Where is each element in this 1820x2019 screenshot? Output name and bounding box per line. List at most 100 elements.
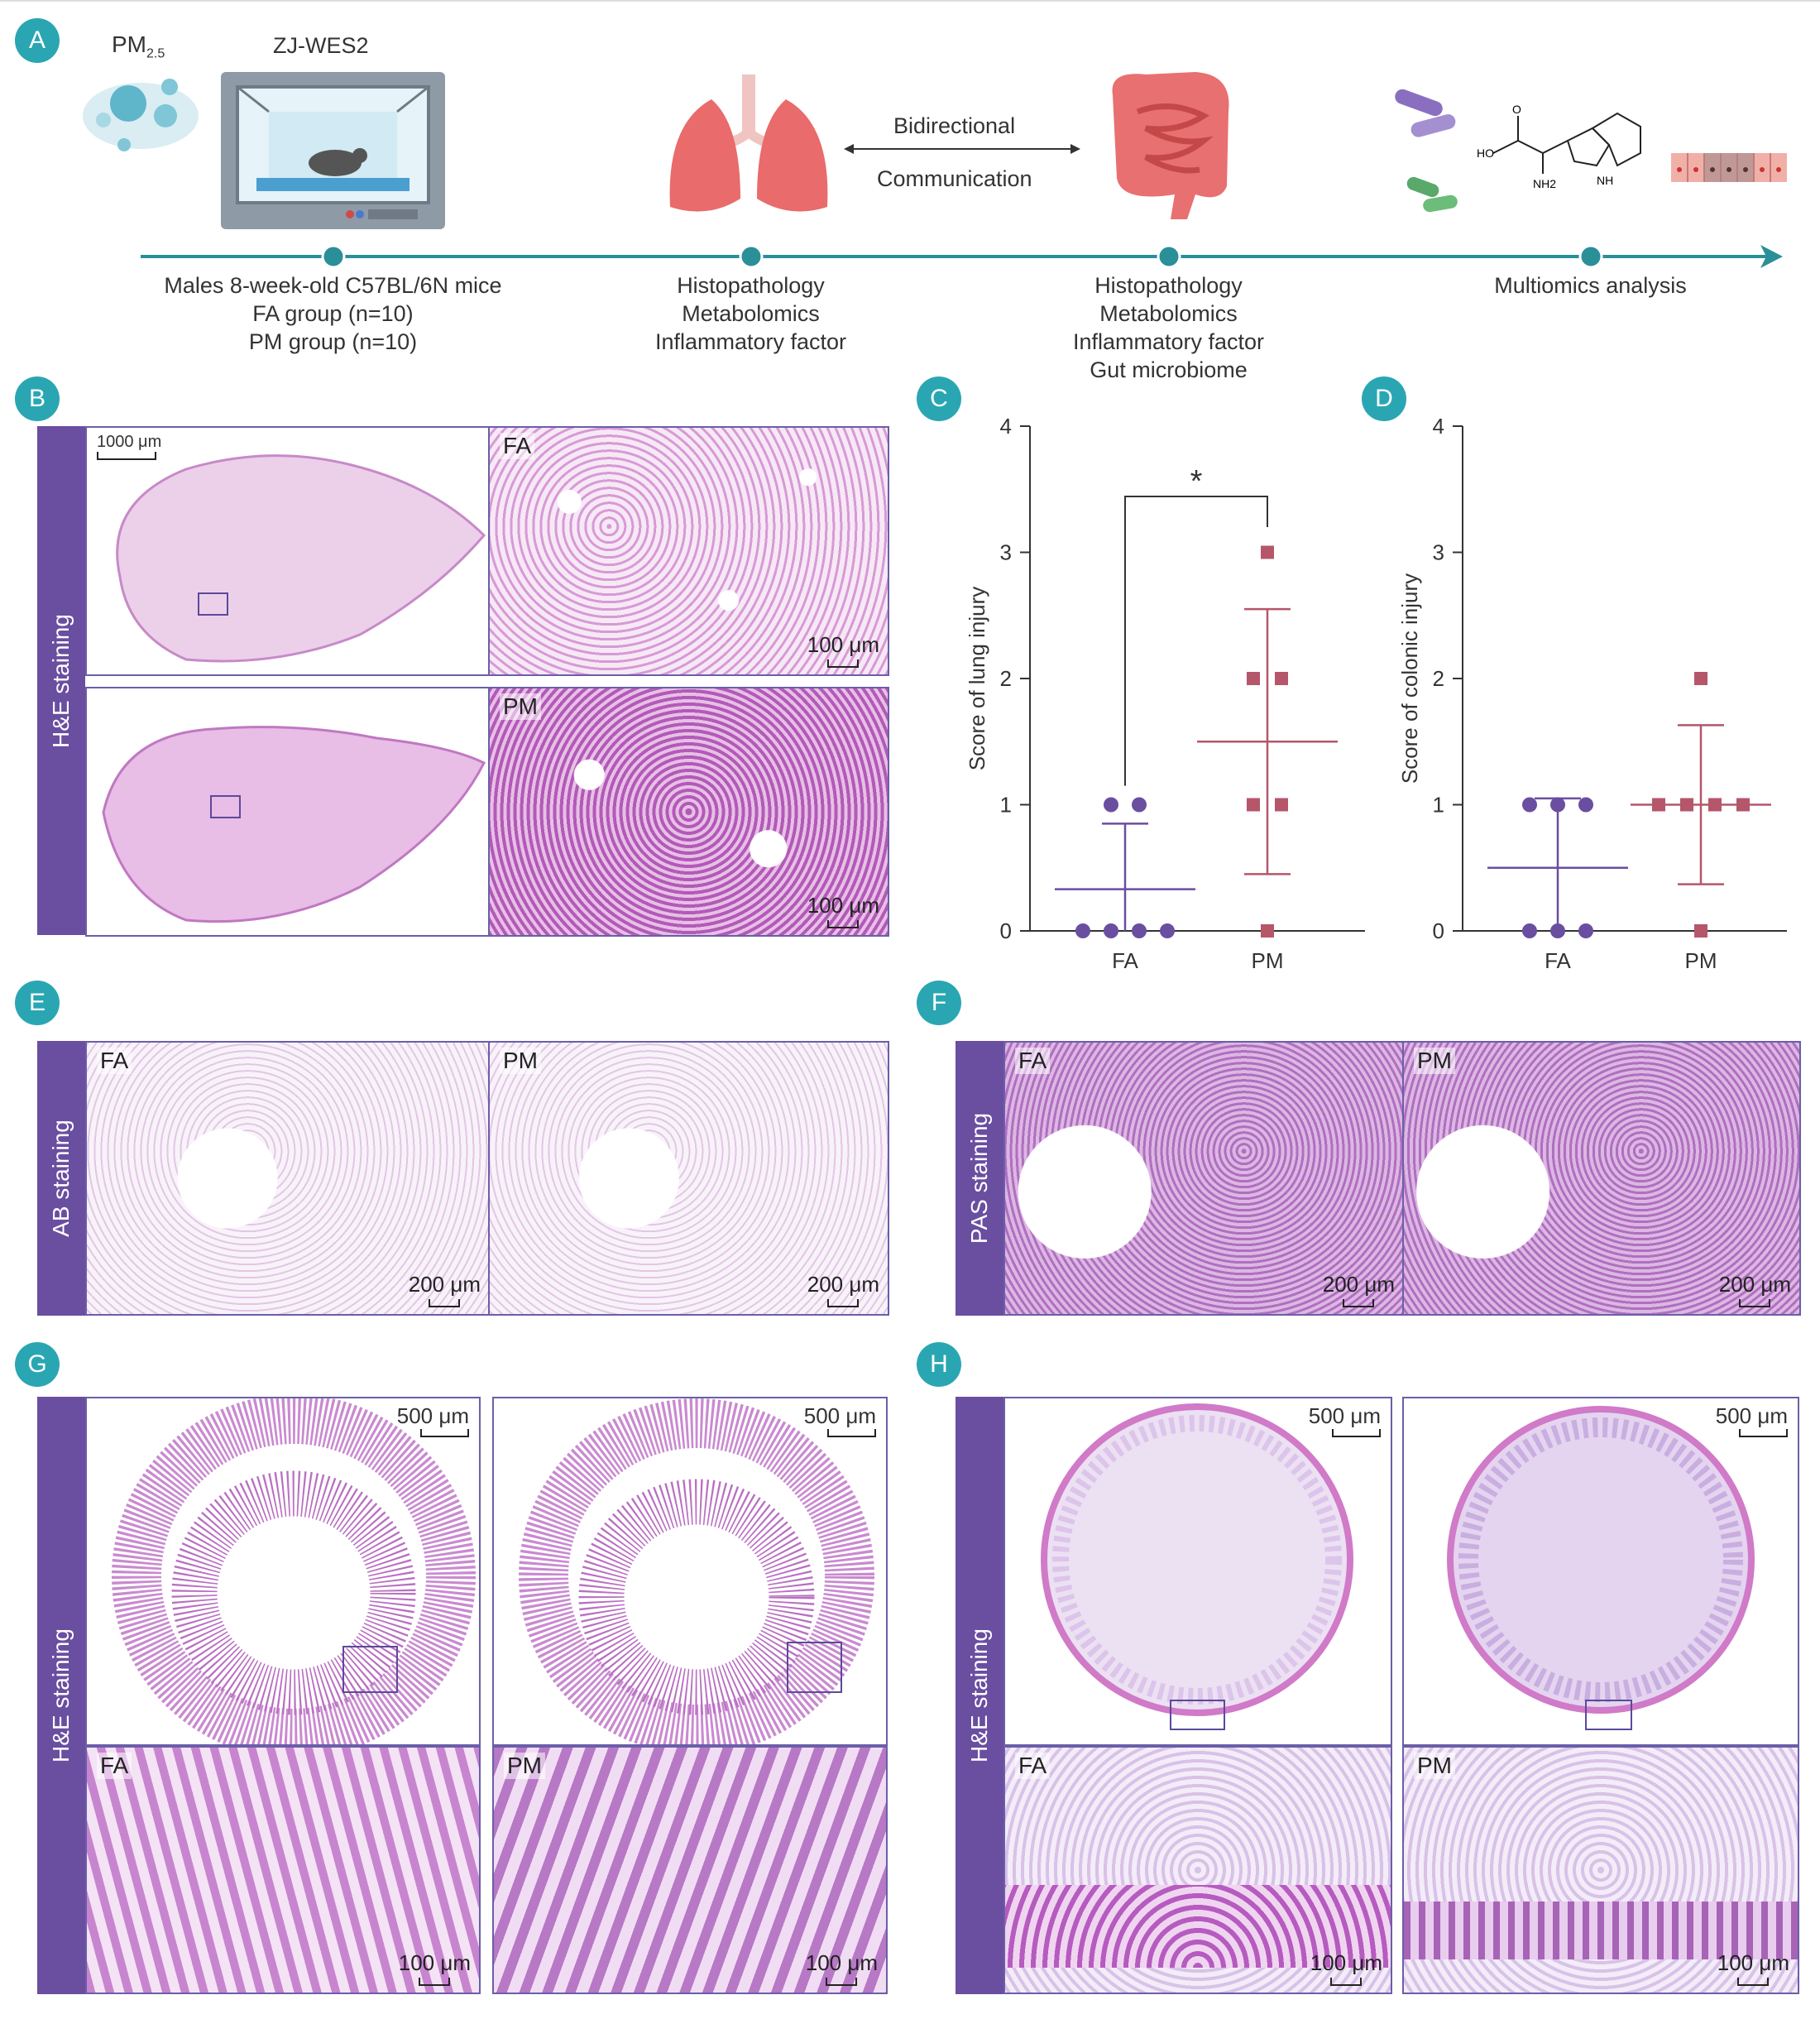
label-pm: PM: [504, 1753, 545, 1779]
y-tick-label: 0: [1000, 918, 1012, 943]
colon-section-shape: [1041, 1403, 1353, 1730]
colon-crypts: [1005, 1885, 1391, 1968]
b-fa-whole-lung: 1000 μm: [85, 426, 491, 676]
label-fa: FA: [1015, 1048, 1051, 1074]
y-tick-label: 3: [1433, 540, 1444, 565]
label-pm: PM: [1414, 1753, 1455, 1779]
significance-star: *: [1190, 464, 1203, 499]
y-tick-label: 2: [1000, 666, 1012, 691]
data-point: [1736, 798, 1750, 812]
panel-label-d: D: [1362, 376, 1406, 421]
g-fa-zoom: FA 100 μm: [85, 1746, 481, 1994]
label-pm: PM: [1414, 1048, 1455, 1074]
h-pm-zoom: PM 100 μm: [1402, 1746, 1799, 1994]
y-tick-label: 2: [1433, 666, 1444, 691]
scale-bar-1000: 1000 μm: [97, 433, 161, 460]
x-tick-label: PM: [1685, 948, 1717, 973]
data-point: [1104, 797, 1118, 813]
exposure-chamber-icon: [221, 72, 445, 229]
scale-bar-500: 500 μm: [1716, 1403, 1788, 1437]
scale-bar-200: 200 μm: [1719, 1272, 1791, 1307]
y-tick-label: 4: [1433, 414, 1444, 439]
h-fa-zoom: FA 100 μm: [1003, 1746, 1392, 1994]
scale-bar-100: 100 μm: [807, 893, 879, 928]
data-point: [1708, 798, 1722, 812]
data-point: [1522, 797, 1537, 813]
data-point: [1652, 798, 1665, 812]
data-point: [1578, 797, 1593, 813]
data-point: [1694, 924, 1707, 938]
data-point: [1132, 797, 1147, 813]
scale-bar-200: 200 μm: [409, 1272, 481, 1307]
e-pm-micrograph: PM 200 μm: [488, 1041, 889, 1316]
h-fa-whole: 500 μm: [1003, 1397, 1392, 1746]
data-point: [1550, 923, 1565, 938]
panel-label-e: E: [15, 981, 60, 1025]
data-point: [1550, 797, 1565, 813]
panel-label-a: A: [15, 18, 60, 63]
x-tick-label: FA: [1545, 948, 1571, 973]
stain-bar-e: AB staining: [37, 1041, 85, 1316]
y-axis-label: Score of lung injury: [965, 587, 989, 771]
label-fa: FA: [500, 433, 535, 459]
chem-nh-label: NH: [1597, 174, 1613, 187]
label-pm: PM: [500, 693, 541, 720]
data-point: [1160, 923, 1175, 938]
stain-bar-b: H&E staining: [37, 426, 85, 935]
data-point: [1075, 923, 1090, 938]
data-point: [1522, 923, 1537, 938]
intestine-icon: [1112, 72, 1229, 219]
scale-bar-100: 100 μm: [807, 632, 879, 668]
colon-section-shape: [1447, 1406, 1755, 1730]
b-fa-zoom: FA 100 μm: [488, 426, 889, 676]
f-fa-micrograph: FA 200 μm: [1003, 1041, 1405, 1316]
lungs-icon: [669, 74, 828, 212]
bacteria-purple-icon: [1395, 89, 1456, 137]
double-arrow-icon: [844, 144, 1080, 154]
data-point: [1104, 923, 1118, 938]
e-fa-micrograph: FA 200 μm: [85, 1041, 491, 1316]
pm25-label: PM2.5: [112, 31, 165, 61]
scale-bar-100: 100 μm: [399, 1950, 471, 1986]
intestine-section-shape: [112, 1398, 476, 1744]
epithelium-cells-icon: [1671, 153, 1787, 182]
bacteria-green-icon: [1406, 176, 1458, 213]
b-pm-whole-lung: [85, 687, 491, 937]
scale-bar-500: 500 μm: [1309, 1403, 1381, 1437]
b-pm-zoom: PM 100 μm: [488, 687, 889, 937]
y-axis-label: Score of colonic injury: [1397, 573, 1422, 784]
stain-bar-g: H&E staining: [37, 1397, 85, 1994]
scale-bar-100: 100 μm: [1717, 1950, 1789, 1986]
data-point: [1275, 798, 1288, 812]
data-point: [1247, 798, 1260, 812]
data-point: [1132, 923, 1147, 938]
scale-bar-500: 500 μm: [397, 1403, 469, 1437]
stain-bar-h: H&E staining: [956, 1397, 1003, 1994]
y-tick-label: 3: [1000, 540, 1012, 565]
f-pm-micrograph: PM 200 μm: [1402, 1041, 1801, 1316]
panel-label-f: F: [917, 981, 961, 1025]
data-point: [1578, 923, 1593, 938]
x-tick-label: FA: [1112, 948, 1138, 973]
g-pm-whole: 500 μm: [492, 1397, 888, 1746]
data-point: [1247, 672, 1260, 685]
chem-nh2-label: NH2: [1533, 177, 1556, 190]
timeline-text-multiomics: Multiomics analysis: [1494, 273, 1687, 298]
top-rule: [0, 0, 1820, 2]
g-fa-whole: 500 μm: [85, 1397, 481, 1746]
communication-label: Communication: [877, 166, 1032, 191]
scale-bar-100: 100 μm: [1310, 1950, 1382, 1986]
y-tick-label: 1: [1000, 793, 1012, 818]
chem-o-label: O: [1512, 103, 1521, 116]
scale-bar-200: 200 μm: [807, 1272, 879, 1307]
panel-label-h: H: [917, 1342, 961, 1387]
significance-bracket: [1124, 496, 1268, 786]
label-fa: FA: [97, 1753, 132, 1779]
chem-ho-label: HO: [1477, 146, 1494, 160]
data-point: [1275, 672, 1288, 685]
y-tick-label: 0: [1433, 918, 1444, 943]
